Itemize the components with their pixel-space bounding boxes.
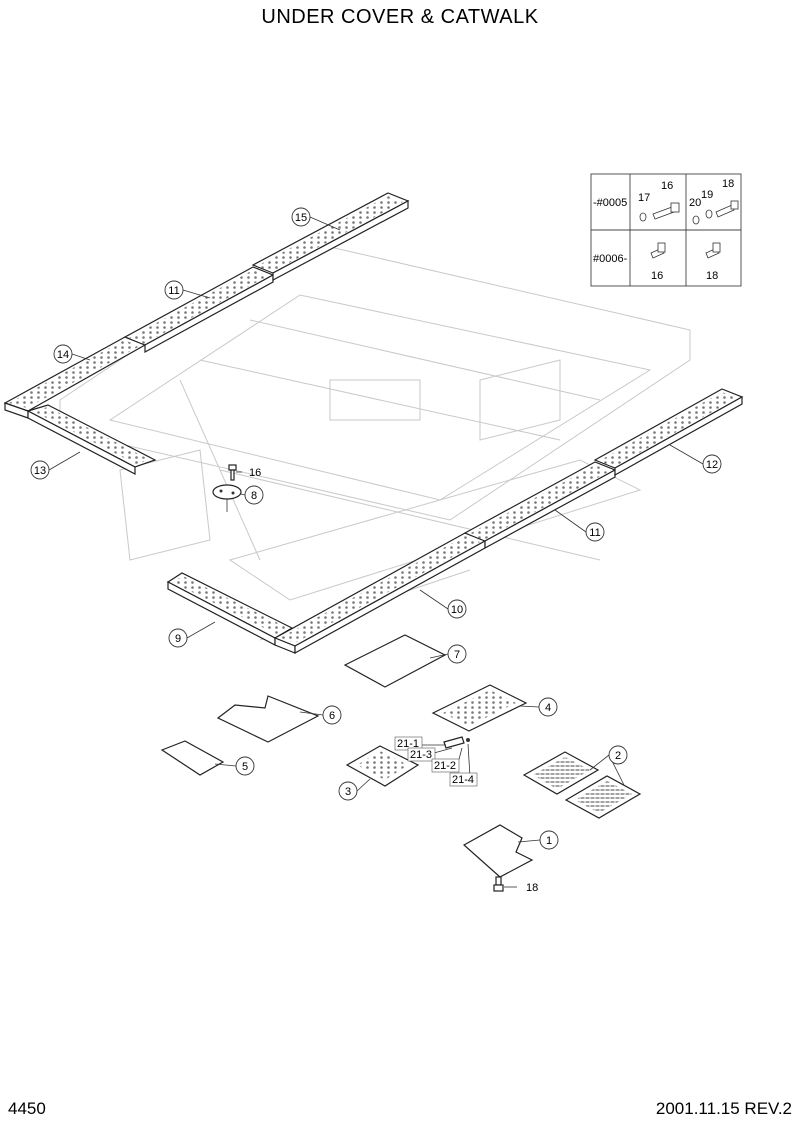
bracket-8 [212,484,242,512]
upper-frame-outline [59,239,691,641]
svg-text:20: 20 [689,197,701,209]
svg-text:9: 9 [175,633,181,645]
callout-9: 9 [168,628,188,648]
svg-text:2: 2 [615,750,621,762]
cover-2 [522,751,642,819]
svg-text:16: 16 [651,270,663,282]
svg-text:18: 18 [706,270,718,282]
bolt-16 [228,464,237,481]
svg-text:16: 16 [249,467,261,479]
catwalk-15 [251,192,410,281]
svg-text:11: 11 [589,527,600,539]
cover-3 [345,745,420,787]
catwalk-10 [273,532,487,655]
svg-text:13: 13 [34,465,46,477]
callout-13: 13 [30,460,50,480]
catwalk-14 [3,336,147,419]
page-number: 4450 [8,1099,46,1118]
svg-text:17: 17 [638,192,650,204]
svg-text:21-3: 21-3 [410,749,432,761]
svg-text:11: 11 [168,285,179,297]
svg-text:15: 15 [295,212,307,224]
callout-4: 4 [538,697,558,717]
svg-text:21-4: 21-4 [452,774,474,786]
svg-text:16: 16 [661,180,673,192]
svg-text:12: 12 [706,459,718,471]
callout-7: 7 [447,644,467,664]
pin-21 [443,736,470,749]
catwalk-13 [26,404,157,475]
serial-range-upper: -#0005 [593,197,627,209]
svg-text:18: 18 [722,178,734,190]
catwalk-9 [166,572,294,646]
leader-lines [48,216,704,888]
callout-12: 12 [702,454,722,474]
svg-text:7: 7 [454,649,460,661]
callout-21-group: 21-1 21-3 21-2 21-4 [394,736,478,787]
cover-6 [216,695,320,743]
diagram-title: UNDER COVER & CATWALK [261,6,539,28]
svg-text:19: 19 [701,189,713,201]
cover-5 [160,740,225,776]
catwalk-11-front [463,461,617,550]
callout-6: 6 [322,705,342,725]
cover-1 [462,824,534,878]
svg-text:10: 10 [451,604,463,616]
svg-text:18: 18 [526,882,538,894]
serial-range-lower: #0006- [593,253,628,265]
svg-text:6: 6 [329,710,335,722]
serial-variant-table: -#0005 #0006- 17 16 20 19 18 16 18 [590,173,742,287]
svg-text:21-1: 21-1 [397,738,419,750]
bolt-18 [493,876,504,892]
callout-10: 10 [447,599,467,619]
svg-text:3: 3 [345,786,351,798]
callout-11-rear: 11 [164,280,184,300]
callout-14: 14 [53,344,73,364]
svg-text:1: 1 [546,835,552,847]
callout-2: 2 [608,745,628,765]
callout-18: 18 [526,882,538,894]
svg-text:8: 8 [251,490,257,502]
svg-text:4: 4 [545,702,551,714]
callout-15: 15 [291,207,311,227]
catwalk-12 [593,388,744,477]
callout-16: 16 [249,467,261,479]
catwalk-11-rear [123,266,275,354]
callout-8: 8 [244,485,264,505]
callout-3: 3 [338,781,358,801]
svg-text:5: 5 [242,761,248,773]
callout-5: 5 [235,756,255,776]
callout-1: 1 [539,830,559,850]
cover-7 [343,634,447,688]
svg-text:21-2: 21-2 [434,760,456,772]
revision-date: 2001.11.15 REV.2 [655,1099,792,1118]
callout-11-front: 11 [585,522,605,542]
cover-4 [431,684,528,732]
svg-text:14: 14 [57,349,69,361]
